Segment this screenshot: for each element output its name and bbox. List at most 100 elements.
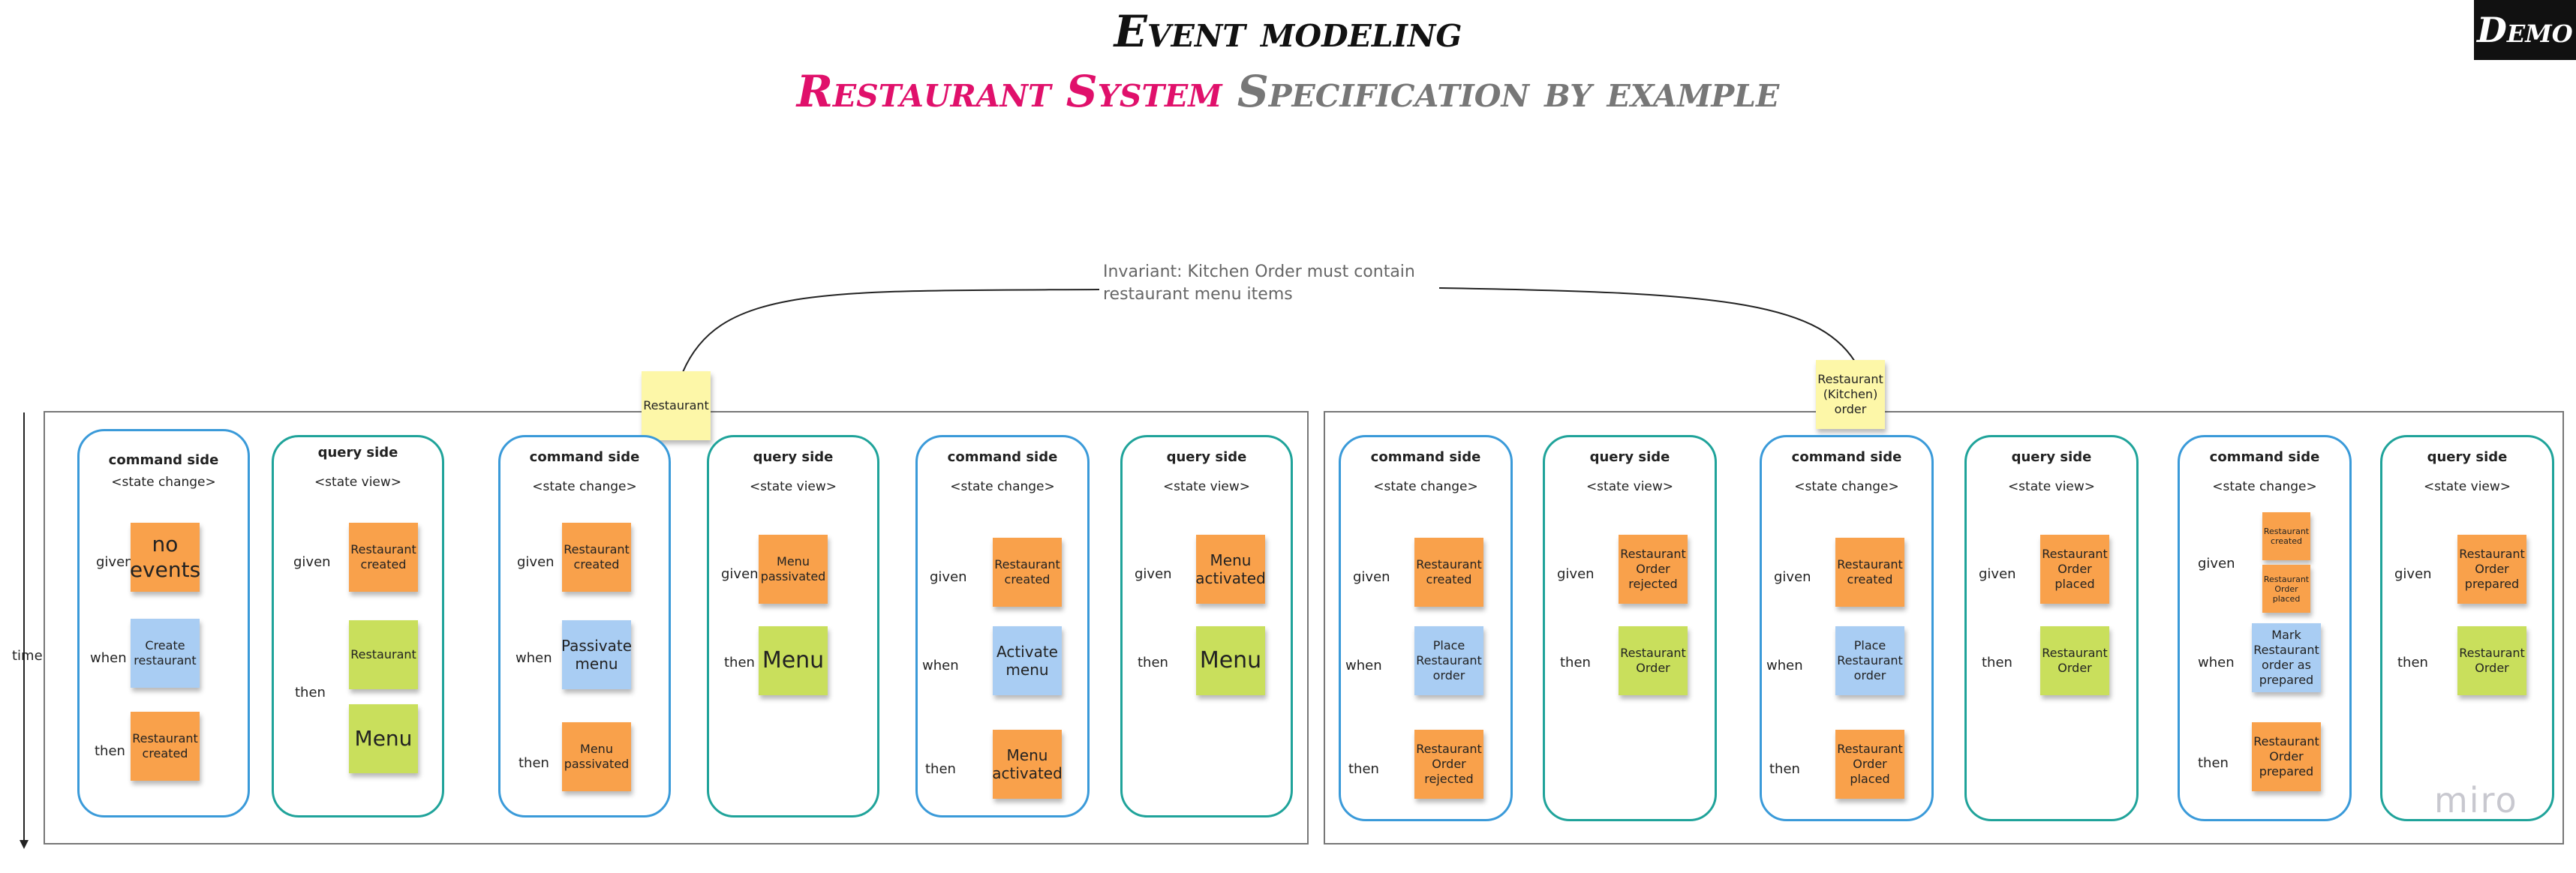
event-sticky: Restaurant created <box>993 538 1062 607</box>
view-sticky: Restaurant Order <box>2457 626 2526 695</box>
then-label: then <box>724 655 755 670</box>
given-label: given <box>930 569 967 585</box>
page-subtitle: Restaurant System Specification by examp… <box>0 66 2576 117</box>
then-label: then <box>519 755 549 771</box>
given-label: given <box>2198 556 2235 572</box>
command-sticky: Activate menu <box>993 626 1062 695</box>
card-subtitle: <state change> <box>532 479 637 494</box>
card-subtitle: <state view> <box>1162 479 1251 494</box>
view-sticky: Restaurant Order <box>2040 626 2109 695</box>
then-label: then <box>95 743 125 759</box>
card-title: command side <box>1791 449 1902 465</box>
event-sticky: Restaurant Order rejected <box>1414 730 1483 799</box>
event-sticky: no events <box>130 523 200 592</box>
given-label: given <box>96 554 134 570</box>
event-sticky: Menu passivated <box>562 722 631 791</box>
card-title: command side <box>947 449 1058 465</box>
command-sticky: Passivate menu <box>561 620 632 689</box>
command-sticky: Place Restaurant order <box>1835 626 1904 695</box>
then-label: then <box>2198 755 2229 771</box>
then-label: then <box>1769 761 1800 777</box>
subtitle-highlight: Restaurant System <box>796 66 1222 117</box>
event-sticky: Restaurant Order placed <box>2262 565 2310 613</box>
card-title: command side <box>529 449 640 465</box>
invariant-line-2: restaurant menu items <box>1103 285 1293 304</box>
given-label: given <box>1353 569 1390 585</box>
given-label: given <box>517 554 555 570</box>
given-label: given <box>1135 566 1172 582</box>
when-label: when <box>90 650 127 666</box>
card-subtitle: <state view> <box>2423 479 2511 494</box>
when-label: when <box>1766 658 1803 674</box>
view-sticky: Restaurant Order <box>1619 626 1688 695</box>
given-label: given <box>721 566 759 582</box>
event-sticky: Restaurant created <box>2262 512 2310 560</box>
card-subtitle: <state view> <box>1586 479 1674 494</box>
given-label: given <box>1774 569 1811 585</box>
command-sticky: Place Restaurant order <box>1414 626 1483 695</box>
page-title: Event modeling <box>1114 6 1462 57</box>
event-sticky: Restaurant Order prepared <box>2457 535 2526 604</box>
event-sticky: Restaurant Order prepared <box>2252 722 2321 791</box>
event-sticky: Restaurant created <box>1414 538 1483 607</box>
event-sticky: Menu activated <box>992 730 1063 799</box>
given-label: given <box>2394 566 2432 582</box>
card-title: query side <box>2011 449 2092 465</box>
then-label: then <box>925 761 956 777</box>
then-label: then <box>295 685 326 700</box>
invariant-note: Invariant: Kitchen Order must contain re… <box>1103 261 1418 306</box>
event-sticky: Restaurant Order placed <box>2040 535 2109 604</box>
spec-place-order-placed: command side <state change> given when t… <box>1760 435 1934 821</box>
card-title: command side <box>1370 449 1481 465</box>
spec-restaurant-view: query side <state view> given then Resta… <box>272 435 444 818</box>
when-label: when <box>516 650 552 666</box>
then-label: then <box>1348 761 1379 777</box>
given-label: given <box>1979 566 2016 582</box>
card-subtitle: <state change> <box>2212 479 2317 494</box>
spec-passivate-menu: command side <state change> given when t… <box>498 435 671 818</box>
spec-create-restaurant: command side <state change> given when t… <box>77 429 250 818</box>
given-label: given <box>1557 566 1595 582</box>
card-title: command side <box>108 452 219 468</box>
card-subtitle: <state change> <box>1373 479 1478 494</box>
subtitle-rest: Specification by example <box>1237 66 1780 117</box>
command-sticky: Mark Restaurant order as prepared <box>2252 623 2321 692</box>
spec-menu-passivated-view: query side <state view> given then Menu … <box>707 435 879 818</box>
given-label: given <box>293 554 331 570</box>
event-sticky: Menu passivated <box>759 535 828 604</box>
aggregate-restaurant: Restaurant <box>642 371 711 440</box>
card-subtitle: <state change> <box>1794 479 1899 494</box>
card-title: query side <box>2427 449 2508 465</box>
card-subtitle: <state view> <box>314 475 402 490</box>
when-label: when <box>2198 655 2235 670</box>
spec-order-prepared-view: query side <state view> given then Resta… <box>2380 435 2554 821</box>
view-sticky: Restaurant <box>349 620 418 689</box>
card-title: query side <box>753 449 834 465</box>
spec-order-placed-view: query side <state view> given then Resta… <box>1964 435 2139 821</box>
event-sticky: Restaurant created <box>131 712 200 781</box>
card-subtitle: <state view> <box>2007 479 2096 494</box>
command-sticky: Create restaurant <box>131 619 200 688</box>
then-label: then <box>2397 655 2428 670</box>
card-subtitle: <state view> <box>749 479 837 494</box>
kitchen-order-aggregate-frame <box>1324 411 2564 844</box>
timeline-arrowhead <box>20 840 29 849</box>
spec-activate-menu: command side <state change> given when t… <box>915 435 1090 818</box>
card-subtitle: <state change> <box>950 479 1055 494</box>
view-sticky: Menu <box>1196 626 1265 695</box>
invariant-connector-left <box>682 289 1100 373</box>
spec-place-order-rejected: command side <state change> given when t… <box>1339 435 1513 821</box>
event-sticky: Restaurant created <box>349 523 418 592</box>
invariant-line-1: Invariant: Kitchen Order must contain <box>1103 262 1415 281</box>
card-title: query side <box>1166 449 1247 465</box>
then-label: then <box>1560 655 1591 670</box>
timeline-label: time <box>12 648 43 664</box>
event-sticky: Restaurant Order placed <box>1835 730 1904 799</box>
card-title: query side <box>317 445 398 460</box>
when-label: when <box>922 658 959 674</box>
demo-badge: Demo <box>2474 0 2576 60</box>
then-label: then <box>1138 655 1168 670</box>
then-label: then <box>1982 655 2012 670</box>
spec-order-rejected-view: query side <state view> given then Resta… <box>1543 435 1717 821</box>
